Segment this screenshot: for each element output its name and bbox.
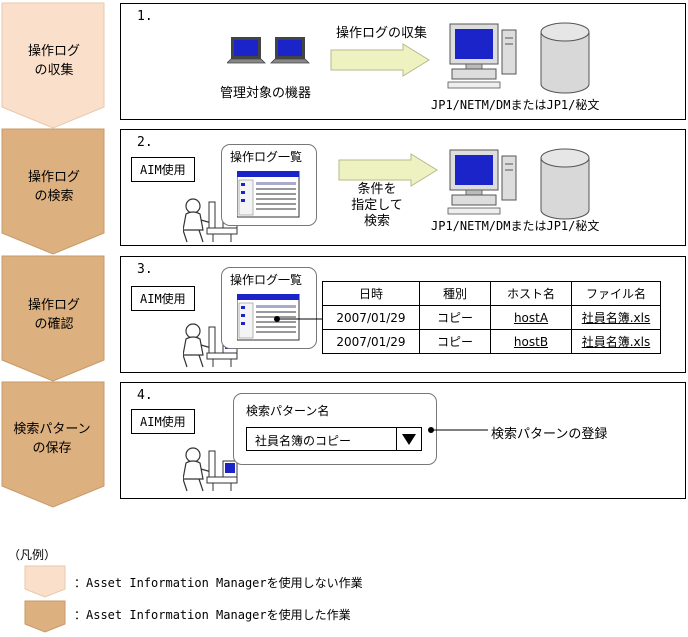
chevron-down-icon — [402, 434, 416, 445]
step-4-box: 4. AIM使用 検索パターン名 社員名簿のコピー 検索パターンの登録 — [120, 382, 686, 499]
step-4-number: 4. — [137, 388, 153, 403]
table-header-host: ホスト名 — [490, 281, 572, 306]
table-cell-file-link[interactable]: 社員名簿.xls — [571, 329, 661, 354]
table-cell-file-link[interactable]: 社員名簿.xls — [571, 305, 661, 330]
step-1-number: 1. — [137, 9, 153, 24]
server-pc-icon — [447, 148, 590, 220]
server-label: JP1/NETM/DMまたはJP1/秘文 — [431, 98, 600, 112]
search-pattern-select[interactable]: 社員名簿のコピー — [246, 427, 422, 451]
operation-log-list-title: 操作ログ一覧 — [230, 150, 303, 164]
search-arrow-icon — [338, 153, 438, 187]
operation-log-list-panel[interactable]: 操作ログ一覧 — [221, 144, 317, 226]
table-cell-datetime: 2007/01/29 — [322, 329, 420, 354]
search-pattern-select-value: 社員名簿のコピー — [255, 434, 352, 448]
legend-title: （凡例） — [8, 548, 57, 562]
flow-chevrons — [1, 2, 105, 508]
flow-chevron-3 — [1, 255, 105, 382]
flow-step-2-label: 操作ログ の検索 — [27, 170, 80, 204]
table-cell-host-link[interactable]: hostA — [490, 305, 572, 330]
table-cell-datetime: 2007/01/29 — [322, 305, 420, 330]
table-row: 2007/01/29 コピー hostA 社員名簿.xls — [322, 305, 661, 330]
step-2-box: 2. AIM使用 操作ログ一覧 条件を 指定して 検索 JP1/NETM/DMま… — [120, 129, 686, 246]
search-pattern-name-label: 検索パターン名 — [246, 404, 330, 418]
aim-usage-label: AIM使用 — [131, 157, 195, 182]
pointer-line — [274, 316, 323, 322]
aim-usage-label: AIM使用 — [131, 409, 195, 434]
collect-arrow-icon — [330, 43, 430, 77]
search-pattern-panel: 検索パターン名 社員名簿のコピー — [233, 393, 437, 465]
flow-chevron-4 — [1, 381, 105, 508]
legend-item-aim: ：Asset Information Managerを使用した作業 — [74, 608, 351, 622]
flow-step-4-label: 検索パターン の保存 — [13, 422, 91, 456]
table-header-type: 種別 — [419, 281, 491, 306]
flow-step-3-label: 操作ログ の確認 — [27, 298, 80, 332]
step-2-number: 2. — [137, 135, 153, 150]
register-pattern-label: 検索パターンの登録 — [491, 427, 608, 442]
table-cell-type: コピー — [419, 305, 491, 330]
table-header-file: ファイル名 — [571, 281, 661, 306]
flow-step-1-label: 操作ログ の収集 — [27, 44, 80, 78]
table-cell-host-link[interactable]: hostB — [490, 329, 572, 354]
step-1-box: 1. 管理対象の機器 操作ログの収集 JP1/NETM/DMまたはJP1/秘文 — [120, 3, 686, 120]
dropdown-button[interactable] — [396, 428, 421, 450]
flow-chevron-2 — [1, 128, 105, 255]
legend-light-chevron — [24, 565, 66, 598]
server-label: JP1/NETM/DMまたはJP1/秘文 — [431, 219, 600, 233]
collect-arrow-label: 操作ログの収集 — [336, 26, 428, 41]
log-window-icon — [237, 171, 300, 218]
managed-devices-label: 管理対象の機器 — [220, 86, 312, 101]
callout-line — [428, 427, 488, 433]
legend-dark-chevron — [24, 600, 66, 633]
operation-log-list-panel[interactable]: 操作ログ一覧 — [221, 267, 317, 349]
table-header-datetime: 日時 — [322, 281, 420, 306]
legend-item-non-aim: ：Asset Information Managerを使用しない作業 — [74, 576, 363, 590]
operation-log-list-title: 操作ログ一覧 — [230, 273, 303, 287]
table-cell-type: コピー — [419, 329, 491, 354]
aim-usage-label: AIM使用 — [131, 286, 195, 311]
managed-devices-icon — [227, 37, 310, 64]
operation-log-table: 日時 種別 ホスト名 ファイル名 2007/01/29 コピー hostA 社員… — [322, 281, 661, 354]
search-arrow-label: 条件を 指定して 検索 — [351, 182, 403, 229]
table-row: 2007/01/29 コピー hostB 社員名簿.xls — [322, 329, 661, 354]
flow-chevron-1 — [1, 2, 105, 129]
server-pc-icon — [447, 22, 590, 94]
step-3-number: 3. — [137, 262, 153, 277]
table-header-row: 日時 種別 ホスト名 ファイル名 — [322, 281, 661, 306]
step-3-box: 3. AIM使用 操作ログ一覧 日時 種別 ホスト名 ファイル名 2007/01… — [120, 256, 686, 373]
